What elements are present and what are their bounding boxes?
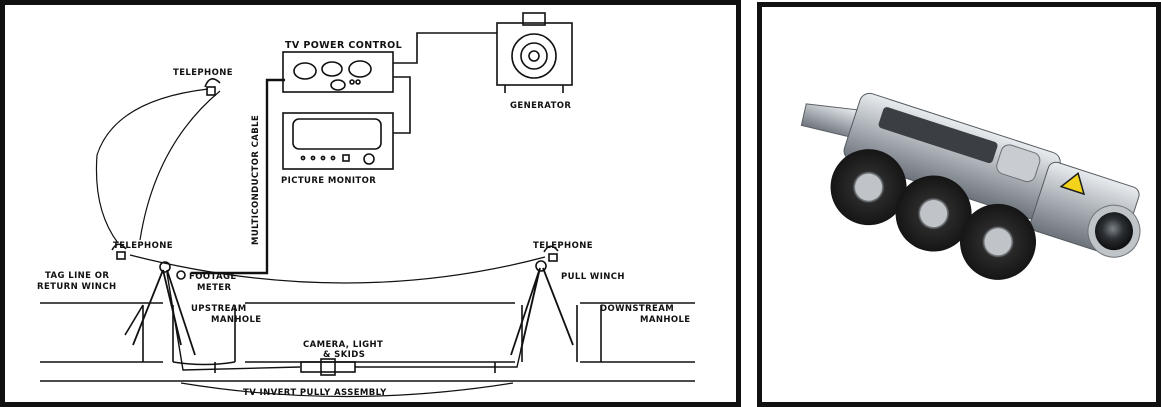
picture-monitor-label: PICTURE MONITOR <box>281 176 376 186</box>
upstream-label: UPSTREAM <box>191 304 247 314</box>
telephone-wire <box>96 89 208 243</box>
generator-label: GENERATOR <box>510 101 571 111</box>
tag-line-label: TAG LINE OR <box>45 271 109 281</box>
downstream-label: DOWNSTREAM <box>600 304 674 314</box>
crawler-camera-image <box>762 7 1156 402</box>
footage-label: FOOTAGE <box>189 272 237 282</box>
pulley-assembly-label: TV INVERT PULLY ASSEMBLY <box>243 388 387 398</box>
skids-label: & SKIDS <box>323 350 365 360</box>
sewer-inspection-diagram: TV POWER CONTROL GENERATOR TELEPHONE PIC… <box>5 5 736 402</box>
control-knob <box>294 63 316 79</box>
tv-power-control-box <box>283 52 393 92</box>
crawler-camera-photo-panel <box>757 2 1161 407</box>
monitor-cable <box>393 77 410 133</box>
meter-label: METER <box>197 283 231 293</box>
return-winch-label: RETURN WINCH <box>37 282 116 292</box>
pull-winch-label: PULL WINCH <box>561 272 625 282</box>
control-knob <box>331 80 345 90</box>
upstream-manhole-label: MANHOLE <box>211 315 262 325</box>
camera-skids <box>301 362 355 372</box>
telephone-right-label: TELEPHONE <box>533 241 593 251</box>
telephone-top-label: TELEPHONE <box>173 68 233 78</box>
control-knob <box>322 62 342 76</box>
multiconductor-cable-label: MULTICONDUCTOR CABLE <box>251 115 261 245</box>
picture-monitor <box>283 113 393 169</box>
sewer-inspection-diagram-panel: TV POWER CONTROL GENERATOR TELEPHONE PIC… <box>0 0 741 407</box>
generator <box>497 23 572 85</box>
camera-label: CAMERA, LIGHT <box>303 340 383 350</box>
multiconductor-cable <box>191 80 285 273</box>
telephone-left-label: TELEPHONE <box>113 241 173 251</box>
control-knob <box>349 61 371 77</box>
downstream-manhole-label: MANHOLE <box>640 315 691 325</box>
generator-cable <box>393 33 497 63</box>
tv-power-control-label: TV POWER CONTROL <box>285 40 402 51</box>
